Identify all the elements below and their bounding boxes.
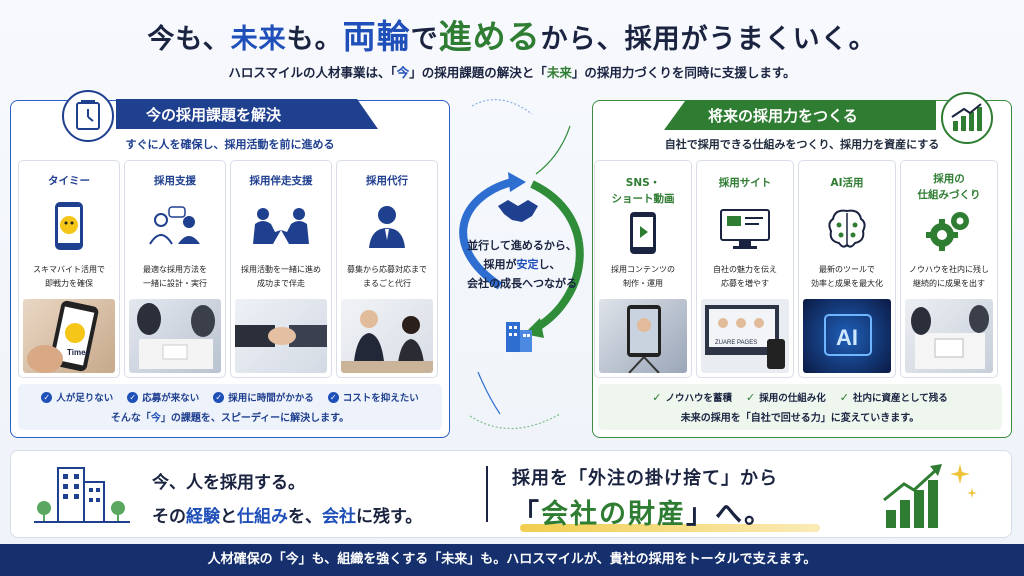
svg-text:Timee: Timee	[67, 348, 91, 357]
divider	[486, 466, 488, 522]
left-checklist-strip: ✓人が足りない ✓応募が来ない ✓採用に時間がかかる ✓コストを抑えたい そんな…	[18, 384, 442, 430]
video-shoot-photo	[599, 299, 687, 373]
page-title: 今も、未来も。両輪で進めるから、採用がうまくいく。	[147, 17, 877, 56]
service-card-ai[interactable]: AI活用 最新のツールで 効率と成果を最大化 AI	[798, 160, 896, 378]
smartphone-icon	[39, 201, 99, 251]
consultation-icon	[145, 201, 205, 251]
check-item: ✓採用の仕組み化	[746, 390, 826, 405]
service-card-accompany-support[interactable]: 採用伴走支援 採用活動を一緒に進め 成功まで伴走	[230, 160, 332, 378]
check-item: ✓ノウハウを蓄積	[652, 390, 733, 405]
left-panel-subtitle: すぐに人を確保し、採用活動を前に進める	[125, 138, 335, 151]
page-subtitle: ハロスマイルの人材事業は、「今」の採用課題の解決と「未来」の採用力づくりを同時に…	[228, 65, 796, 80]
clock-icon	[62, 90, 114, 142]
bottom-right-line-1: 採用を「外注の掛け捨て」から	[512, 468, 778, 489]
bottom-left-line-1: 今、人を採用する。	[152, 473, 305, 493]
right-panel-banner: 将来の採用力をつくる	[664, 100, 936, 130]
bottom-right-line-2: 「会社の財産」へ。	[512, 499, 773, 530]
ai-visual-photo: AI	[803, 299, 891, 373]
check-item: ✓応募が来ない	[127, 390, 199, 404]
handshake-photo	[235, 299, 327, 373]
service-card-sns-video[interactable]: SNS・ ショート動画 採用コンテンツの 制作・運用	[594, 160, 692, 378]
left-strip-message: そんな「今」の課題を、スピーディーに解決します。	[110, 413, 350, 424]
timee-app-photo: Timee	[23, 299, 115, 373]
building-icon	[502, 316, 536, 356]
cycle-arrows-graphic	[459, 99, 584, 430]
left-panel-banner: 今の採用課題を解決	[116, 99, 378, 129]
handshake-people-icon	[251, 201, 311, 251]
right-strip-message: 未来の採用を「自社で回せる力」に変えていきます。	[680, 413, 920, 424]
team-planning-photo	[905, 299, 993, 373]
recruit-site-photo: ZUARE PAGES	[701, 299, 789, 373]
interview-photo	[341, 299, 433, 373]
bottom-message-box	[10, 450, 1012, 538]
service-card-recruit-support[interactable]: 採用支援 最適な採用方法を 一緒に設計・実行	[124, 160, 226, 378]
businessperson-icon	[357, 201, 417, 251]
service-card-recruit-site[interactable]: 採用サイト 自社の魅力を伝え 応募を増やす ZUARE PAGES	[696, 160, 794, 378]
svg-text:ZUARE PAGES: ZUARE PAGES	[715, 340, 757, 346]
svg-text:AI: AI	[836, 325, 858, 350]
website-icon	[719, 207, 771, 251]
right-checklist-strip: ✓ノウハウを蓄積 ✓採用の仕組み化 ✓社内に資産として残る 未来の採用を「自社で…	[598, 384, 1002, 430]
check-item: ✓コストを抑えたい	[327, 390, 419, 404]
center-message: 並行して進めるから、 採用が安定し、 会社の成長へつながる	[467, 239, 577, 290]
brain-icon	[823, 205, 871, 253]
gears-icon	[924, 209, 974, 253]
video-phone-icon	[623, 211, 663, 255]
check-item: ✓人が足りない	[41, 390, 113, 404]
bottom-left-line-2: その経験と仕組みを、会社に残す。	[152, 507, 423, 527]
office-buildings-icon	[34, 464, 130, 528]
service-card-timee[interactable]: タイミー スキマバイト活用で 即戦力を確保 Timee	[18, 160, 120, 378]
growth-chart-icon	[941, 92, 993, 144]
growth-bars-icon	[882, 460, 982, 536]
right-panel-subtitle: 自社で採用できる仕組みをつくり、採用力を資産にする	[664, 138, 940, 151]
service-card-system-building[interactable]: 採用の 仕組みづくり ノウハウを社内に残し 継続的に成果を出す	[900, 160, 998, 378]
meeting-photo	[129, 299, 221, 373]
handshake-icon	[496, 196, 540, 230]
highlight-brush	[520, 524, 820, 532]
service-card-rpo[interactable]: 採用代行 募集から応募対応まで まるごと代行	[336, 160, 438, 378]
check-item: ✓採用に時間がかかる	[213, 390, 314, 404]
check-item: ✓社内に資産として残る	[839, 390, 948, 405]
footer-banner: 人材確保の「今」も、組織を強くする「未来」も。ハロスマイルが、貴社の採用をトータ…	[0, 544, 1024, 576]
